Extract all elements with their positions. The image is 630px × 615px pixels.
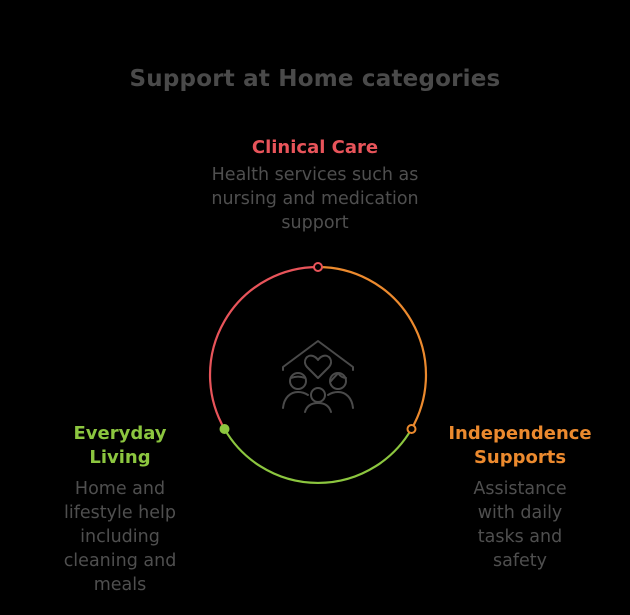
- family-home-heart-icon: [282, 340, 354, 413]
- heading-line: Everyday: [73, 423, 167, 444]
- desc-line: lifestyle help: [63, 503, 176, 523]
- heading-line: Independence: [448, 423, 592, 444]
- clinical-care-heading: Clinical Care: [251, 137, 379, 158]
- heading-line: Supports: [473, 447, 567, 468]
- independence-supports-description: Assistance with daily tasks and safety: [435, 477, 605, 573]
- desc-line: Assistance: [473, 479, 567, 499]
- clinical-arc: [208, 265, 319, 430]
- independence-supports-heading: Independence Supports: [435, 422, 605, 470]
- everyday-living-heading: Everyday Living: [40, 422, 200, 470]
- desc-line: Health services such as: [211, 165, 419, 185]
- clinical-care-description: Health services such as nursing and medi…: [165, 163, 465, 235]
- everyday-living-block: Everyday Living Home and lifestyle help …: [40, 422, 200, 597]
- everyday-arc: [223, 428, 413, 484]
- clinical-marker: [313, 262, 323, 272]
- desc-line: safety: [493, 551, 547, 571]
- everyday-living-description: Home and lifestyle help including cleani…: [40, 477, 200, 597]
- desc-line: support: [281, 213, 349, 233]
- independence-arc: [317, 265, 428, 430]
- desc-line: cleaning and: [63, 551, 177, 571]
- desc-line: tasks and: [477, 527, 563, 547]
- diagram-title: Support at Home categories: [129, 66, 501, 92]
- desc-line: meals: [93, 575, 147, 595]
- desc-line: nursing and medication: [211, 189, 419, 209]
- independence-marker: [406, 424, 417, 434]
- everyday-marker: [219, 424, 230, 434]
- desc-line: with daily: [477, 503, 563, 523]
- heading-line: Living: [89, 447, 151, 468]
- desc-line: Home and: [74, 479, 166, 499]
- independence-supports-block: Independence Supports Assistance with da…: [435, 422, 605, 573]
- clinical-care-block: Clinical Care Health services such as nu…: [165, 136, 465, 235]
- desc-line: including: [80, 527, 160, 547]
